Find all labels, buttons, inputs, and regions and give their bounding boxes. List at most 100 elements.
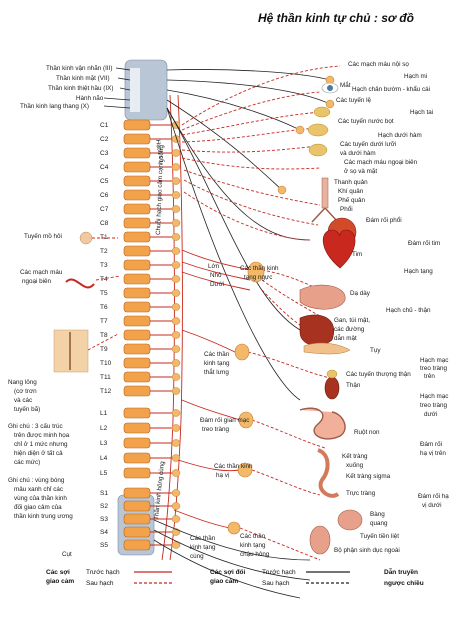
bladder-icon [337, 509, 363, 531]
trunk-ganglion-l1 [171, 409, 181, 417]
segment-label-l2: L2 [100, 425, 108, 432]
vertebra-l4 [123, 452, 151, 464]
segment-label-t1: T1 [100, 234, 108, 241]
label-peripheral-vessels-2: ngoại biên [22, 278, 52, 285]
vertebra-s3 [123, 513, 151, 525]
label-hypogastric-2: hạ vị [216, 472, 229, 479]
vertebra-l3 [123, 437, 151, 449]
label-rectum: Trực tràng [346, 490, 376, 497]
legend-parasympathetic-1: Các sợi đối [210, 568, 246, 576]
adrenal-kidney-icon [324, 369, 340, 400]
label-sup-mesenteric-2: treo tràng [420, 365, 447, 372]
trunk-ganglion-c8 [171, 219, 181, 227]
sweat-gland-icon [79, 231, 118, 245]
vertebra-c6 [123, 189, 151, 201]
segment-label-l3: L3 [100, 440, 108, 447]
legend-sympathetic-1: Các sợi [46, 569, 70, 576]
label-scalp-vessels: Các mạch máu nội sọ [348, 61, 409, 68]
note1-line-5: các mức) [14, 459, 40, 466]
hair-follicle-icon [53, 329, 119, 373]
label-greater-splanchnic: Lớn [208, 263, 220, 270]
vertebra-t7 [123, 315, 151, 327]
label-bladder-2: quang [370, 520, 388, 527]
label-vagus: Thần kinh lang thang (X) [20, 101, 89, 110]
label-coccyx: Cụt [62, 551, 72, 558]
label-liver-3: dẫn mật [334, 333, 357, 342]
vertebra-s2 [123, 500, 151, 512]
label-pelvic-splanchnic-1: Các thần [240, 531, 266, 540]
chain-label-sympathetic-trunk: Chuỗi hạch giao cảm cạnh sống [153, 144, 165, 235]
salivary-gland-icon [307, 123, 329, 137]
sacral-parasympathetic-fibers [153, 519, 311, 599]
segment-label-c8: C8 [100, 220, 109, 227]
vertebra-c7 [123, 203, 151, 215]
segment-label-s2: S2 [100, 503, 108, 510]
label-inf-mesenteric-2: treo tràng [420, 402, 447, 409]
label-pelvic-plexus-2: vị dưới [422, 502, 442, 509]
label-head-vessels-1: Các mạch máu ngoại biên [344, 159, 418, 166]
segment-label-t6: T6 [100, 304, 108, 311]
segment-label-t8: T8 [100, 332, 108, 339]
vertebra-s4 [123, 526, 151, 538]
label-suprarenal: Các tuyến thượng thận [346, 369, 411, 378]
sympathetic-ganglia [171, 121, 181, 549]
legend-afferent-1: Dẫn truyền [384, 567, 418, 576]
segment-label-c1: C1 [100, 122, 109, 129]
label-eye: Mắt [340, 80, 351, 89]
label-least-splanchnic: Dưới [210, 281, 224, 288]
segment-label-l1: L1 [100, 410, 108, 417]
vertebra-c5 [123, 175, 151, 187]
label-inf-mesenteric-3: dưới [424, 411, 437, 418]
label-colon-2: xuống [346, 460, 364, 469]
vertebra-c4 [123, 161, 151, 173]
segment-label-t3: T3 [100, 262, 108, 269]
legend: Các sợi giao cảm Trước hạch Sau hạch Các… [46, 567, 424, 587]
lacrimal-gland-icon [313, 106, 331, 118]
diagram-title: Hệ thần kinh tự chủ : sơ đồ [258, 11, 414, 25]
genitals-icon [309, 525, 331, 555]
label-trachea: Khí quản [338, 188, 364, 195]
center-labels: Lớn Nhỏ Dưới Các thần kinh tạng ngực Các… [190, 263, 279, 560]
trunk-ganglion-t3 [171, 261, 181, 269]
segment-label-t7: T7 [100, 318, 108, 325]
label-cardiac-plexus: Đám rối tim [408, 238, 440, 247]
vertebra-t3 [123, 259, 151, 271]
vertebra-l1 [123, 407, 151, 419]
trunk-ganglion-c6 [171, 191, 181, 199]
stomach-icon [299, 284, 346, 310]
label-sup-hypogastric-1: Đám rối [420, 439, 442, 448]
label-peripheral-vessels-1: Các mạch máu [20, 269, 63, 276]
note1-line-4: hiện diện ở tất cả [14, 448, 63, 457]
label-oculomotor: Thần kinh vận nhãn (III) [46, 63, 113, 72]
label-stomach: Dạ dày [350, 290, 371, 297]
label-sacral-splanchnic-3: cùng [190, 553, 204, 560]
label-colon-1: Kết tràng [342, 451, 368, 460]
label-pancreas: Tụy [370, 347, 381, 354]
segment-label-c3: C3 [100, 150, 109, 157]
trunk-ganglion-t1 [171, 233, 181, 241]
label-lumbar-splanchnic-1: Các thần [204, 349, 230, 358]
segment-label-c6: C6 [100, 192, 109, 199]
cranial-nerve-labels: Thần kinh vận nhãn (III) Thần kinh mặt (… [20, 63, 131, 110]
label-thoracic-splanchnic-1: Các thần kinh [240, 263, 279, 272]
label-sup-mesenteric-1: Hạch mạc [420, 357, 448, 364]
vertebra-t8 [123, 329, 151, 341]
label-liver-2: các đường [334, 326, 365, 333]
segment-label-c7: C7 [100, 206, 109, 213]
segment-labels: C1C2C3C4C5C6C7C8T1T2T3T4T5T6T7T8T9T10T11… [100, 122, 112, 549]
label-submandibular: Hạch dưới hàm [378, 132, 422, 139]
vertebra-c2 [123, 133, 151, 145]
segment-label-s5: S5 [100, 542, 108, 549]
label-small-intestine: Ruột non [354, 429, 380, 436]
colon-icon [317, 448, 340, 498]
label-sigmoid: Kết tràng sigma [346, 471, 391, 480]
label-heart: Tim [352, 251, 362, 258]
vertebra-t4 [123, 273, 151, 285]
chain-label-cervical: Hạch cổ [154, 139, 166, 164]
vertebra-s1 [123, 487, 151, 499]
label-sup-hypogastric-2: hạ vị trên [420, 450, 446, 457]
label-lumbar-splanchnic-3: thắt lưng [204, 367, 229, 376]
trunk-ganglion-s3 [171, 515, 181, 523]
vertebra-t11 [123, 371, 151, 383]
